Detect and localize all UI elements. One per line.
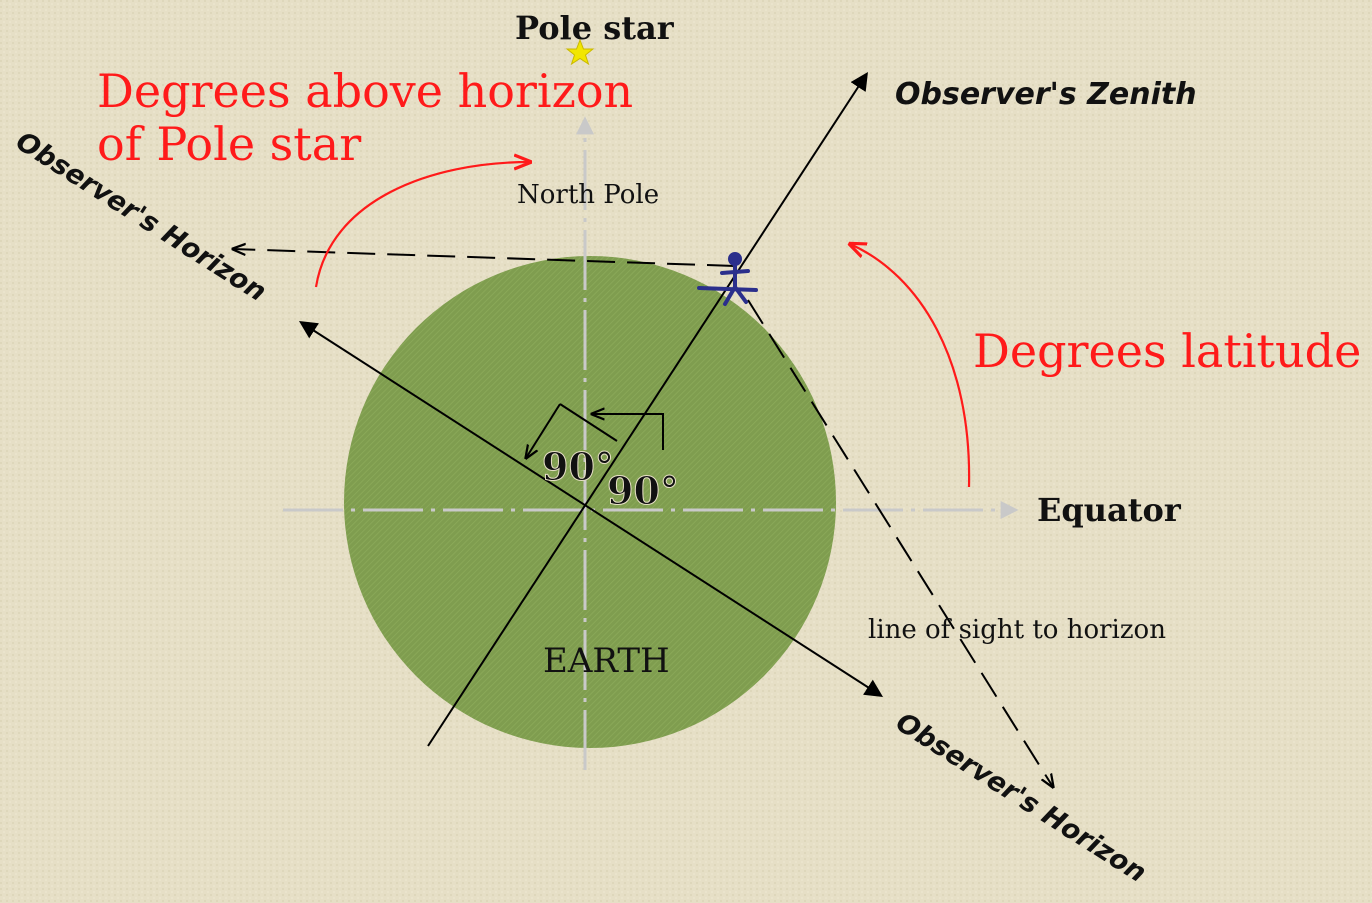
equator-label: Equator <box>1037 491 1182 529</box>
star-icon <box>565 38 595 66</box>
degrees-above-horizon-label: Degrees above horizon <box>97 64 633 118</box>
line-of-sight-label: line of sight to horizon <box>868 615 1166 645</box>
person-icon <box>697 252 758 306</box>
angle-left-label: 90° <box>542 444 614 489</box>
dashed-parallel-line <box>233 249 736 267</box>
angle-right-label: 90° <box>607 468 679 513</box>
right-angle-left <box>526 403 618 458</box>
right-angle-right <box>592 414 664 450</box>
degrees-latitude-label: Degrees latitude <box>973 324 1361 378</box>
latitude-arrow <box>850 244 971 488</box>
north-pole-label: North Pole <box>517 180 659 210</box>
line-of-sight <box>747 299 1053 787</box>
observers-zenith-label: Observer's Zenith <box>895 77 1197 112</box>
horizon-line <box>298 321 884 697</box>
pole-star-label: Pole star <box>515 9 675 47</box>
pole-star-subtitle-label: of Pole star <box>97 117 361 171</box>
pole-star-altitude-arrow <box>314 162 530 288</box>
earth-label: EARTH <box>543 641 670 681</box>
